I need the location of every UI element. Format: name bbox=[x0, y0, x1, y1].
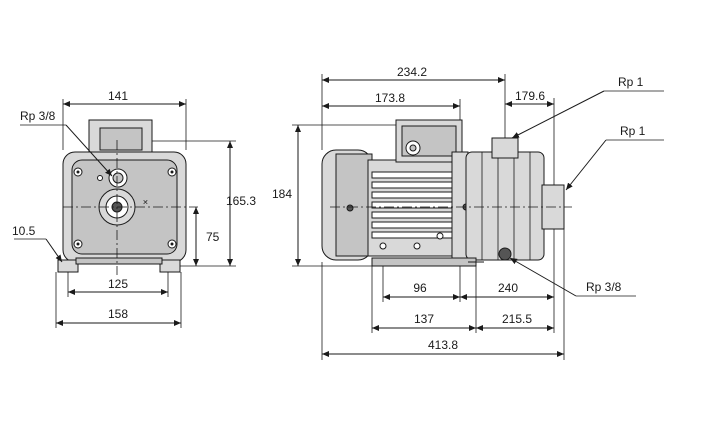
label-side-drain: Rp 3/8 bbox=[586, 280, 622, 294]
dim-front-height: 165.3 bbox=[226, 194, 256, 208]
dim-side-foot-d: 215.5 bbox=[502, 312, 532, 326]
dim-front-width: 141 bbox=[108, 89, 128, 103]
dim-front-foot-thickness: 10.5 bbox=[12, 224, 36, 238]
label-front-port: Rp 3/8 bbox=[20, 109, 56, 123]
side-outlet-pipe bbox=[491, 137, 519, 159]
side-view: 234.2 173.8 179.6 184 96 240 137 215.5 bbox=[272, 65, 664, 360]
side-foot bbox=[371, 257, 477, 267]
dim-front-foot-outer: 158 bbox=[108, 307, 128, 321]
dim-side-outlet: 179.6 bbox=[515, 89, 545, 103]
dim-front-axis-height: 75 bbox=[206, 230, 220, 244]
side-drain-plug bbox=[498, 247, 512, 261]
dim-side-foot-a: 96 bbox=[413, 281, 427, 295]
dim-side-foot-c: 137 bbox=[414, 312, 434, 326]
front-corner-bolts bbox=[73, 167, 177, 249]
side-motor-fins bbox=[371, 171, 453, 239]
front-foot-right bbox=[159, 259, 181, 273]
dim-side-overall-length: 413.8 bbox=[428, 338, 458, 352]
front-brand-mark: ✕ bbox=[143, 199, 150, 205]
front-terminal-box-face bbox=[99, 127, 143, 151]
front-foot-left bbox=[57, 259, 79, 273]
side-pump-chambers bbox=[465, 151, 545, 261]
label-side-outlet: Rp 1 bbox=[618, 75, 644, 89]
dim-side-motor: 173.8 bbox=[375, 91, 405, 105]
dim-front-foot-inner: 125 bbox=[108, 277, 128, 291]
dim-side-overall-top: 234.2 bbox=[397, 65, 427, 79]
label-side-inlet: Rp 1 bbox=[620, 124, 646, 138]
dim-side-foot-b: 240 bbox=[498, 281, 518, 295]
front-view: ✕ 141 165.3 75 125 158 10.5 bbox=[12, 89, 256, 328]
dim-side-height: 184 bbox=[272, 187, 292, 201]
